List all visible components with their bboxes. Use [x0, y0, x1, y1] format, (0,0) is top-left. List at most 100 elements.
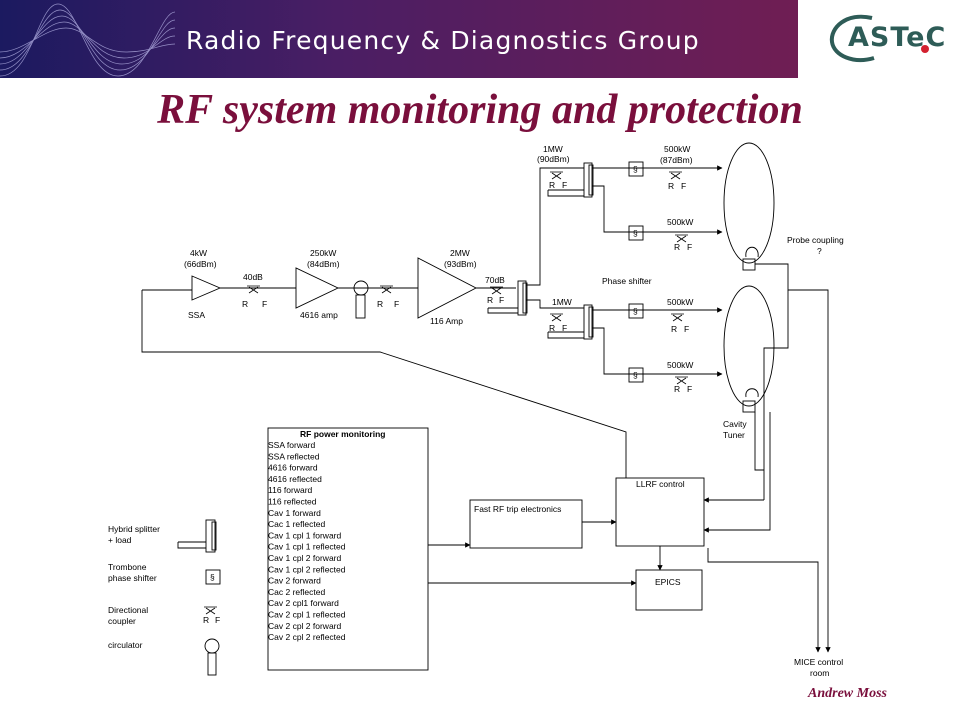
monitoring-heading: RF power monitoring — [300, 429, 385, 439]
line-to-bottom-branch — [526, 299, 584, 309]
svg-text:F: F — [562, 180, 567, 190]
legend-phase-shifter-label: phase shifter — [108, 573, 157, 583]
monitoring-item: Cav 1 cpl 2 reflected — [268, 564, 346, 574]
out1-power-label: 500kW — [664, 144, 690, 154]
monitoring-item: SSA reflected — [268, 451, 320, 461]
line-out4 — [592, 327, 723, 377]
slide-title: RF system monitoring and protection — [157, 87, 803, 133]
header-banner: Radio Frequency & Diagnostics Group ASTe… — [0, 0, 960, 78]
branch-top-dbm-label: (90dBm) — [537, 154, 570, 164]
phase-shifter-3-icon — [628, 303, 644, 319]
llrf-input-2 — [703, 412, 771, 533]
amp4616-dbm-label: (84dBm) — [307, 259, 340, 269]
phase-shifter-label: Phase shifter — [602, 276, 652, 286]
legend-hybrid-load-label: + load — [108, 535, 132, 545]
fast-rf-trip-box — [469, 499, 583, 549]
rf-power-monitoring-box — [267, 427, 429, 671]
svg-text:F: F — [394, 299, 399, 309]
fast-trip-label: Fast RF trip electronics — [474, 504, 561, 514]
coupler-icons — [204, 171, 688, 615]
logo-panel — [798, 0, 960, 78]
monitoring-item: 4616 forward — [268, 463, 318, 473]
tuner-label: Tuner — [723, 430, 745, 440]
circulator-load-icon — [355, 294, 366, 319]
monitoring-item: SSA forward — [268, 440, 316, 450]
att2-label: 70dB — [485, 275, 505, 285]
ssa-power-label: 4kW — [190, 248, 207, 258]
monitoring-item: 4616 reflected — [268, 474, 322, 484]
astec-logo-arc — [829, 14, 875, 62]
line-to-top-branch — [526, 167, 584, 286]
monitoring-item: Cav 2 cpl1 forward — [268, 598, 339, 608]
ssa-amplifier-icon — [191, 275, 222, 301]
monitoring-item: 116 forward — [268, 485, 313, 495]
mice-label: MICE control — [794, 657, 843, 667]
epics-label: EPICS — [655, 577, 681, 587]
out4-power-label: 500kW — [667, 360, 693, 370]
amp-116-icon — [417, 257, 477, 319]
cavity-2-tuner-icon — [742, 400, 756, 413]
legend-trombone-icon — [205, 569, 221, 585]
svg-text:R: R — [674, 242, 680, 252]
llrf-to-mice — [707, 548, 821, 653]
legend-trombone-label: Trombone — [108, 562, 147, 572]
legend-hybrid-label: Hybrid splitter — [108, 524, 160, 534]
hybrid-splitter-1-icon — [517, 280, 527, 316]
mice-room-label: room — [810, 668, 829, 678]
amp116-dbm-label: (93dBm) — [444, 259, 477, 269]
svg-text:F: F — [499, 295, 504, 305]
legend-hybrid-icon — [205, 519, 216, 553]
svg-text:F: F — [562, 323, 567, 333]
llrf-label: LLRF control — [636, 479, 685, 489]
svg-text:F: F — [215, 615, 220, 625]
cavity-1 — [723, 142, 775, 264]
ssa-dbm-label: (66dBm) — [184, 259, 217, 269]
group-name: Radio Frequency & Diagnostics Group — [186, 26, 700, 55]
att1-label: 40dB — [243, 272, 263, 282]
svg-text:F: F — [687, 384, 692, 394]
out2-power-label: 500kW — [667, 217, 693, 227]
svg-text:§: § — [633, 228, 638, 238]
logo-dot-icon — [921, 45, 929, 53]
probe-coupling-label: Probe coupling — [787, 235, 844, 245]
epics-box — [635, 569, 703, 611]
monitoring-item: Cav 2 cpl 2 forward — [268, 621, 341, 631]
svg-text:R: R — [487, 295, 493, 305]
monitoring-item: Cac 1 reflected — [268, 519, 325, 529]
svg-text:R: R — [377, 299, 383, 309]
splitter-1-load — [487, 307, 518, 314]
cavity-1-probe — [745, 246, 759, 258]
svg-text:F: F — [262, 299, 267, 309]
legend-circulator-label: circulator — [108, 640, 143, 650]
phase-shifter-2-icon — [628, 225, 644, 241]
svg-text:F: F — [687, 242, 692, 252]
monitoring-item: Cav 2 cpl 2 reflected — [268, 632, 346, 642]
out3-power-label: 500kW — [667, 297, 693, 307]
svg-text:R: R — [549, 323, 555, 333]
monitoring-item: Cav 2 cpl 1 reflected — [268, 610, 346, 620]
phase-shifter-1-icon — [628, 161, 644, 177]
legend-circulator-icon — [204, 638, 220, 654]
author-credit: Andrew Moss — [808, 686, 887, 701]
svg-text:R: R — [668, 181, 674, 191]
svg-text:R: R — [242, 299, 248, 309]
probe-question-label: ? — [817, 246, 822, 256]
svg-text:§: § — [633, 306, 638, 316]
branch-bottom-power-label: 1MW — [552, 297, 572, 307]
amp116-name-label: 116 Amp — [430, 316, 463, 326]
monitoring-item: Cav 1 cpl 2 forward — [268, 553, 341, 563]
monitoring-item: Cav 1 cpl 1 forward — [268, 530, 341, 540]
svg-text:§: § — [210, 572, 215, 582]
svg-text:R: R — [671, 324, 677, 334]
phase-shifter-glyphs: § § § § § — [210, 164, 638, 582]
astec-logo: ASTeC — [848, 22, 947, 53]
monitoring-item: 116 reflected — [268, 497, 317, 507]
svg-text:F: F — [684, 324, 689, 334]
svg-text:R: R — [674, 384, 680, 394]
svg-text:R: R — [203, 615, 209, 625]
legend-directional-label: Directional — [108, 605, 148, 615]
amp-4616-icon — [295, 267, 340, 309]
